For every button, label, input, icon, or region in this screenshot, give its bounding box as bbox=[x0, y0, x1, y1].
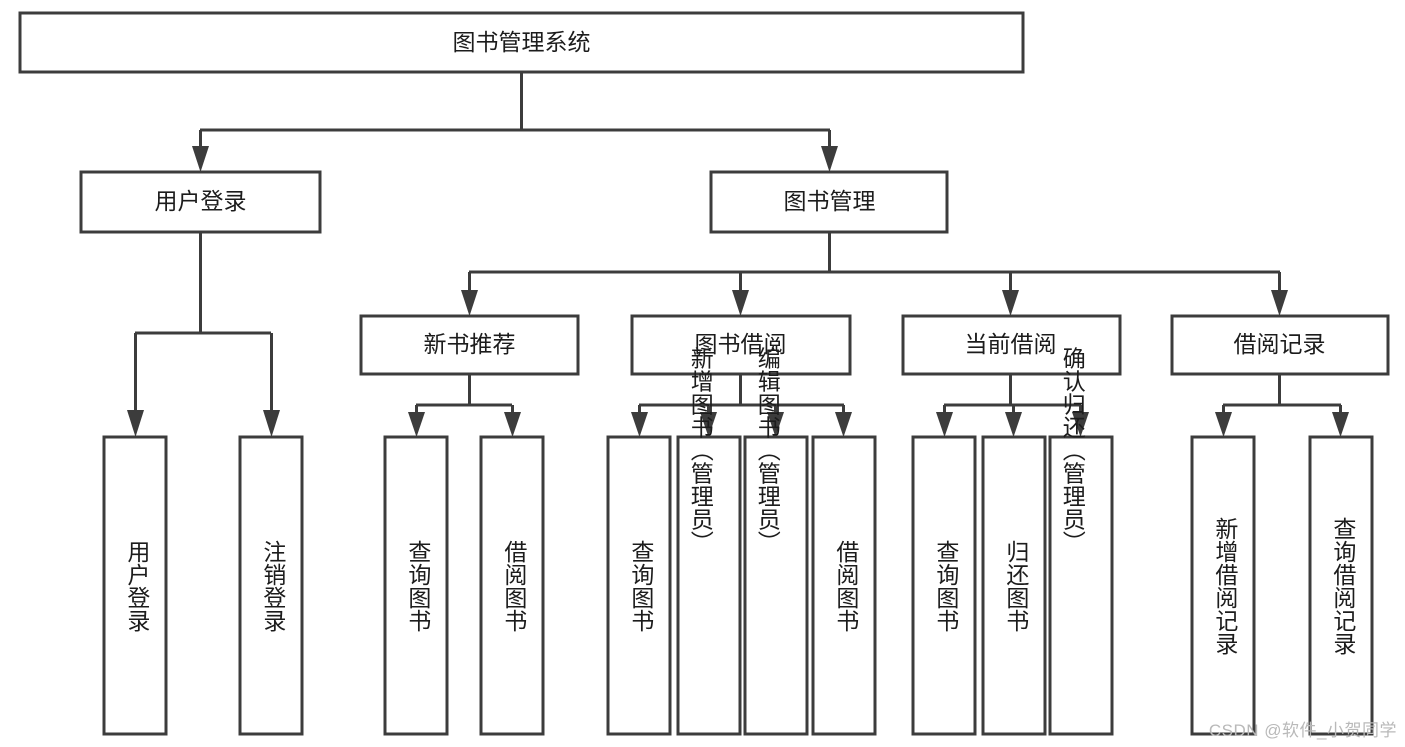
arrowhead-leaf-user-login bbox=[127, 410, 144, 437]
leaf-query-book-borrow[interactable]: 查询图书 bbox=[606, 435, 672, 736]
arrowhead-confirm-return bbox=[1072, 412, 1089, 437]
leaf-add-book-admin-label: 新增图书（管理员） bbox=[687, 347, 714, 554]
arrowhead-book-borrow bbox=[732, 290, 749, 316]
node-new-book-recommend[interactable]: 新书推荐 bbox=[359, 314, 580, 376]
connector-layer bbox=[127, 72, 1349, 437]
leaf-logout-label: 注销登录 bbox=[260, 540, 287, 632]
arrowhead-query-book-3 bbox=[936, 412, 953, 437]
leaf-query-book-current-box bbox=[911, 435, 977, 736]
arrowhead-leaf-logout bbox=[263, 410, 280, 437]
leaf-return-book-label: 归还图书 bbox=[1003, 540, 1030, 632]
leaf-add-book-admin-box bbox=[676, 435, 742, 736]
leaf-user-login-box bbox=[102, 435, 168, 736]
arrowhead-add-record bbox=[1215, 412, 1232, 437]
leaf-query-book-current-label: 查询图书 bbox=[933, 540, 960, 632]
node-user-login[interactable]: 用户登录 bbox=[79, 170, 322, 234]
leaf-edit-book-admin-label: 编辑图书（管理员） bbox=[754, 347, 781, 554]
node-root-label: 图书管理系统 bbox=[453, 29, 591, 55]
node-borrow-records[interactable]: 借阅记录 bbox=[1170, 314, 1390, 376]
node-borrow-records-label: 借阅记录 bbox=[1234, 331, 1326, 357]
leaf-borrow-book-borrow-box bbox=[811, 435, 877, 736]
node-current-borrow-label: 当前借阅 bbox=[965, 331, 1057, 357]
arrowhead-current-borrow bbox=[1002, 290, 1019, 316]
arrowhead-borrow-book-2 bbox=[835, 412, 852, 437]
arrowhead-edit-book bbox=[767, 412, 784, 437]
leaf-query-book-rec-label: 查询图书 bbox=[405, 540, 432, 632]
leaf-borrow-book-borrow-label: 借阅图书 bbox=[833, 540, 860, 632]
leaf-add-borrow-record-label: 新增借阅记录 bbox=[1212, 517, 1239, 655]
node-new-book-recommend-box bbox=[359, 314, 580, 376]
leaf-edit-book-admin[interactable]: 编辑图书（管理员） bbox=[743, 347, 809, 736]
leaf-query-book-borrow-label: 查询图书 bbox=[628, 540, 655, 632]
node-user-login-label: 用户登录 bbox=[155, 188, 247, 214]
leaf-query-borrow-record-label: 查询借阅记录 bbox=[1330, 517, 1357, 655]
leaf-borrow-book-rec[interactable]: 借阅图书 bbox=[479, 435, 545, 736]
leaf-borrow-book-rec-label: 借阅图书 bbox=[501, 540, 528, 632]
leaf-confirm-return-admin[interactable]: 确认归还（管理员） bbox=[1048, 347, 1114, 736]
node-borrow-records-box bbox=[1170, 314, 1390, 376]
node-book-borrow-label: 图书借阅 bbox=[695, 331, 787, 357]
leaf-return-book-box bbox=[981, 435, 1047, 736]
leaf-edit-book-admin-box bbox=[743, 435, 809, 736]
leaf-query-borrow-record[interactable]: 查询借阅记录 bbox=[1308, 435, 1374, 736]
leaf-logout[interactable]: 注销登录 bbox=[238, 435, 304, 736]
leaf-borrow-book-rec-box bbox=[479, 435, 545, 736]
leaf-confirm-return-admin-box bbox=[1048, 435, 1114, 736]
leaf-add-borrow-record-box bbox=[1190, 435, 1256, 736]
leaf-query-book-rec-box bbox=[383, 435, 449, 736]
node-root-system[interactable]: 图书管理系统 bbox=[18, 11, 1025, 74]
node-book-borrow[interactable]: 图书借阅 bbox=[630, 314, 852, 376]
leaf-user-login[interactable]: 用户登录 bbox=[102, 435, 168, 736]
node-book-management-box bbox=[709, 170, 949, 234]
leaf-add-borrow-record[interactable]: 新增借阅记录 bbox=[1190, 435, 1256, 736]
arrowhead-book-mgmt bbox=[821, 146, 838, 172]
csdn-watermark: CSDN @软件_小贺同学 bbox=[1208, 721, 1397, 740]
leaf-logout-box bbox=[238, 435, 304, 736]
node-user-login-box bbox=[79, 170, 322, 234]
arrowhead-new-book-rec bbox=[461, 290, 478, 316]
leaf-return-book[interactable]: 归还图书 bbox=[981, 435, 1047, 736]
node-current-borrow-box bbox=[901, 314, 1122, 376]
leaf-query-book-current[interactable]: 查询图书 bbox=[911, 435, 977, 736]
leaf-user-login-label: 用户登录 bbox=[124, 540, 151, 632]
arrowhead-query-book-2 bbox=[631, 412, 648, 437]
node-new-book-recommend-label: 新书推荐 bbox=[424, 331, 516, 357]
arrowhead-query-record bbox=[1332, 412, 1349, 437]
leaf-confirm-return-admin-label: 确认归还（管理员） bbox=[1059, 347, 1086, 554]
arrowhead-query-book-1 bbox=[408, 412, 425, 437]
leaf-query-borrow-record-box bbox=[1308, 435, 1374, 736]
leaf-borrow-book-borrow[interactable]: 借阅图书 bbox=[811, 435, 877, 736]
arrowhead-return-book bbox=[1005, 412, 1022, 437]
node-book-borrow-box bbox=[630, 314, 852, 376]
leaf-query-book-borrow-box bbox=[606, 435, 672, 736]
node-book-management-label: 图书管理 bbox=[784, 188, 876, 214]
arrowhead-borrow-records bbox=[1271, 290, 1288, 316]
arrowhead-add-book bbox=[700, 412, 717, 437]
node-current-borrow[interactable]: 当前借阅 bbox=[901, 314, 1122, 376]
leaf-add-book-admin[interactable]: 新增图书（管理员） bbox=[676, 347, 742, 736]
node-book-management[interactable]: 图书管理 bbox=[709, 170, 949, 234]
arrowhead-borrow-book-1 bbox=[504, 412, 521, 437]
node-root-box bbox=[18, 11, 1025, 74]
arrowhead-user-login bbox=[192, 146, 209, 172]
leaf-query-book-rec[interactable]: 查询图书 bbox=[383, 435, 449, 736]
